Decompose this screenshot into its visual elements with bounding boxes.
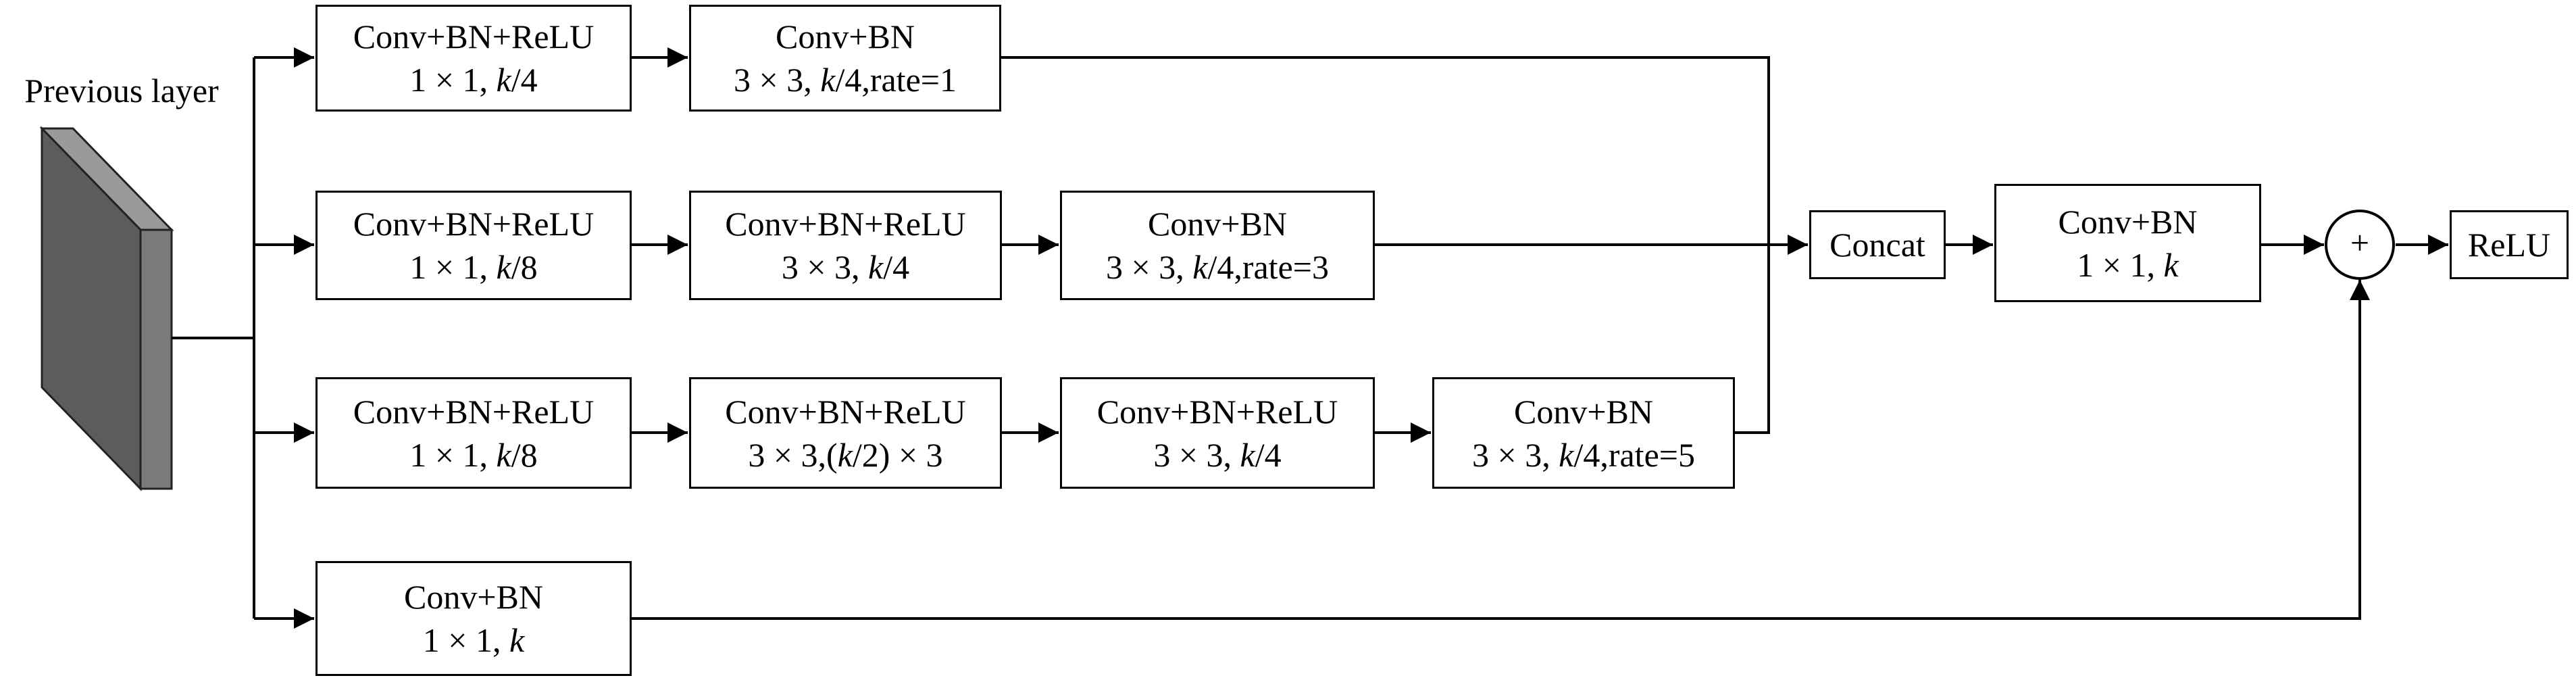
row1-conv-bn-3x3-rate1-box: Conv+BN 3 × 3, k/4,rate=1 — [689, 5, 1001, 112]
box-params: 1 × 1, k — [422, 621, 525, 659]
box-params: 3 × 3, k/4,rate=5 — [1472, 435, 1695, 474]
row3-conv-bn-3x3-rate5-box: Conv+BN 3 × 3, k/4,rate=5 — [1432, 377, 1735, 489]
box-params: 1 × 1, k/8 — [409, 435, 538, 474]
row1-conv-bn-relu-1x1-box: Conv+BN+ReLU 1 × 1, k/4 — [315, 5, 632, 112]
relu-label: ReLU — [2467, 226, 2551, 264]
box-params: 3 × 3, k/4 — [1153, 435, 1282, 474]
row3-conv-bn-relu-3x3-k2x3-box: Conv+BN+ReLU 3 × 3,(k/2) × 3 — [689, 377, 1002, 489]
box-params: 3 × 3,(k/2) × 3 — [748, 435, 943, 474]
box-params: 3 × 3, k/4,rate=1 — [734, 61, 957, 99]
box-title: Conv+BN — [2058, 202, 2198, 241]
row4-conv-bn-1x1-box: Conv+BN 1 × 1, k — [315, 561, 632, 676]
concat-box: Concat — [1809, 210, 1946, 279]
arrow-shortcut-to-add — [632, 280, 2370, 620]
row3-conv-bn-relu-1x1-box: Conv+BN+ReLU 1 × 1, k/8 — [315, 377, 632, 489]
add-symbol: + — [2350, 224, 2370, 262]
box-title: Conv+BN — [1513, 392, 1653, 431]
previous-layer-label: Previous layer — [24, 72, 219, 110]
row2-conv-bn-relu-1x1-box: Conv+BN+ReLU 1 × 1, k/8 — [315, 191, 632, 300]
box-title: Conv+BN — [775, 18, 915, 55]
row2-conv-bn-3x3-rate3-box: Conv+BN 3 × 3, k/4,rate=3 — [1060, 191, 1375, 300]
box-title: Conv+BN+ReLU — [1096, 392, 1338, 431]
row3-conv-bn-relu-3x3-box: Conv+BN+ReLU 3 × 3, k/4 — [1060, 377, 1375, 489]
box-title: Conv+BN — [1147, 205, 1287, 243]
relu-box: ReLU — [2450, 210, 2569, 279]
box-params: 1 × 1, k/8 — [409, 248, 538, 286]
fuse-conv-bn-1x1-box: Conv+BN 1 × 1, k — [1994, 184, 2261, 302]
box-title: Conv+BN+ReLU — [725, 392, 966, 431]
add-node-icon — [2325, 210, 2395, 280]
row2-conv-bn-relu-3x3-box: Conv+BN+ReLU 3 × 3, k/4 — [689, 191, 1002, 300]
box-title: Conv+BN — [403, 578, 543, 616]
box-params: 3 × 3, k/4 — [781, 248, 910, 286]
box-title: Conv+BN+ReLU — [353, 392, 595, 431]
box-title: Conv+BN+ReLU — [353, 18, 595, 55]
box-params: 3 × 3, k/4,rate=3 — [1106, 248, 1329, 286]
box-params: 1 × 1, k/4 — [409, 61, 538, 99]
input-feature-map-icon — [39, 126, 174, 491]
box-params: 1 × 1, k — [2077, 245, 2179, 284]
concat-label: Concat — [1829, 226, 1925, 264]
box-title: Conv+BN+ReLU — [353, 205, 595, 243]
box-title: Conv+BN+ReLU — [725, 205, 966, 243]
